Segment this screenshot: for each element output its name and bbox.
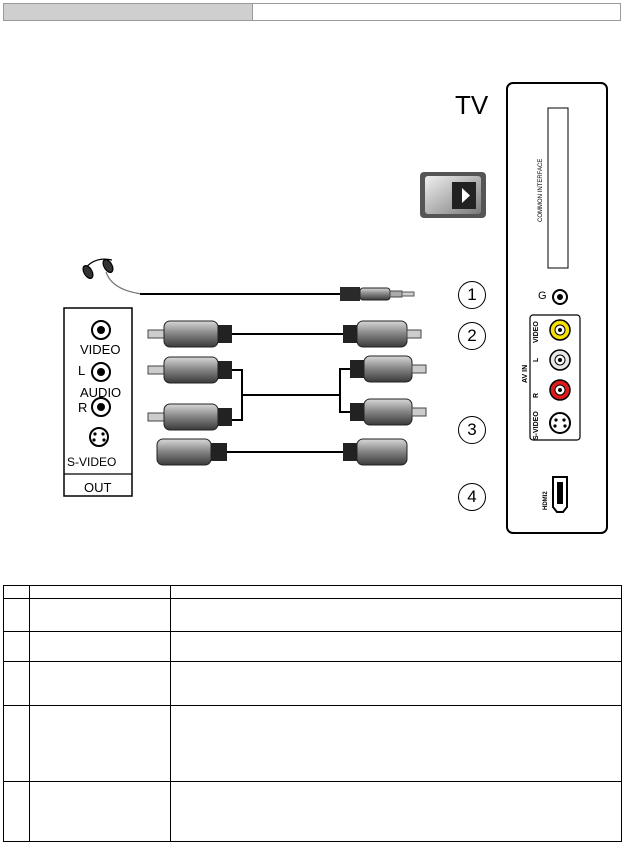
tv-video-jack bbox=[549, 319, 571, 341]
tv-av-in-label: AV IN bbox=[522, 364, 529, 383]
video-cable-left-plug bbox=[147, 320, 232, 348]
callout-2: 2 bbox=[458, 322, 486, 350]
callout-3: 3 bbox=[458, 416, 486, 444]
spec-table bbox=[3, 585, 622, 842]
tv-label: TV bbox=[455, 90, 489, 120]
audio-r-left-plug bbox=[147, 403, 232, 431]
tv-side-panel bbox=[506, 82, 608, 534]
audio-l-left-plug bbox=[147, 356, 232, 384]
table-row bbox=[3, 631, 622, 662]
source-out-label: OUT bbox=[84, 480, 112, 495]
tv-s-video-jack bbox=[549, 412, 571, 434]
tv-hdmi-port bbox=[552, 476, 568, 513]
common-interface-label: COMMON INTERFACE bbox=[538, 158, 544, 222]
table-row bbox=[3, 705, 622, 782]
tv-power-button bbox=[420, 172, 486, 218]
table-row bbox=[3, 781, 622, 842]
source-s-video-jack bbox=[89, 427, 109, 447]
tv-av-in-group bbox=[529, 314, 581, 441]
table-row bbox=[3, 661, 622, 706]
source-audio-l-jack bbox=[91, 362, 111, 382]
source-r-label: R bbox=[78, 400, 88, 415]
source-l-label: L bbox=[78, 363, 86, 378]
tv-video-label: VIDEO bbox=[533, 321, 540, 343]
source-audio-r-jack bbox=[91, 397, 111, 417]
source-audio-label: AUDIO bbox=[80, 385, 122, 400]
audio-r-right-plug bbox=[350, 398, 427, 426]
audio-l-right-plug bbox=[350, 355, 427, 383]
audio-cable-right-branch bbox=[339, 368, 352, 413]
tv-s-video-label: S-VIDEO bbox=[533, 411, 540, 440]
tv-l-label: L bbox=[533, 357, 540, 362]
table-row bbox=[3, 598, 622, 632]
tv-audio-l-jack bbox=[549, 349, 571, 371]
header-bar bbox=[3, 3, 621, 21]
tv-headphone-jack bbox=[552, 289, 568, 305]
header-bar-shaded-cell bbox=[4, 4, 253, 20]
tv-r-label: R bbox=[533, 392, 540, 398]
source-video-label: VIDEO bbox=[80, 342, 121, 357]
tv-hdmi-label: HDMI2 bbox=[543, 491, 549, 510]
s-video-left-plug bbox=[156, 438, 227, 466]
s-video-right-plug bbox=[343, 438, 408, 466]
video-cable-right-plug bbox=[343, 320, 422, 348]
common-interface-slot bbox=[547, 107, 569, 269]
tv-audio-r-jack bbox=[549, 379, 571, 401]
headphone-icon bbox=[82, 258, 143, 295]
callout-1: 1 bbox=[458, 281, 486, 309]
source-video-jack bbox=[91, 320, 111, 340]
table-row bbox=[3, 585, 622, 599]
headphone-plug bbox=[340, 287, 415, 301]
source-s-video-label: S-VIDEO bbox=[67, 455, 117, 469]
headphone-symbol: G bbox=[538, 290, 547, 302]
callout-4: 4 bbox=[458, 483, 486, 511]
